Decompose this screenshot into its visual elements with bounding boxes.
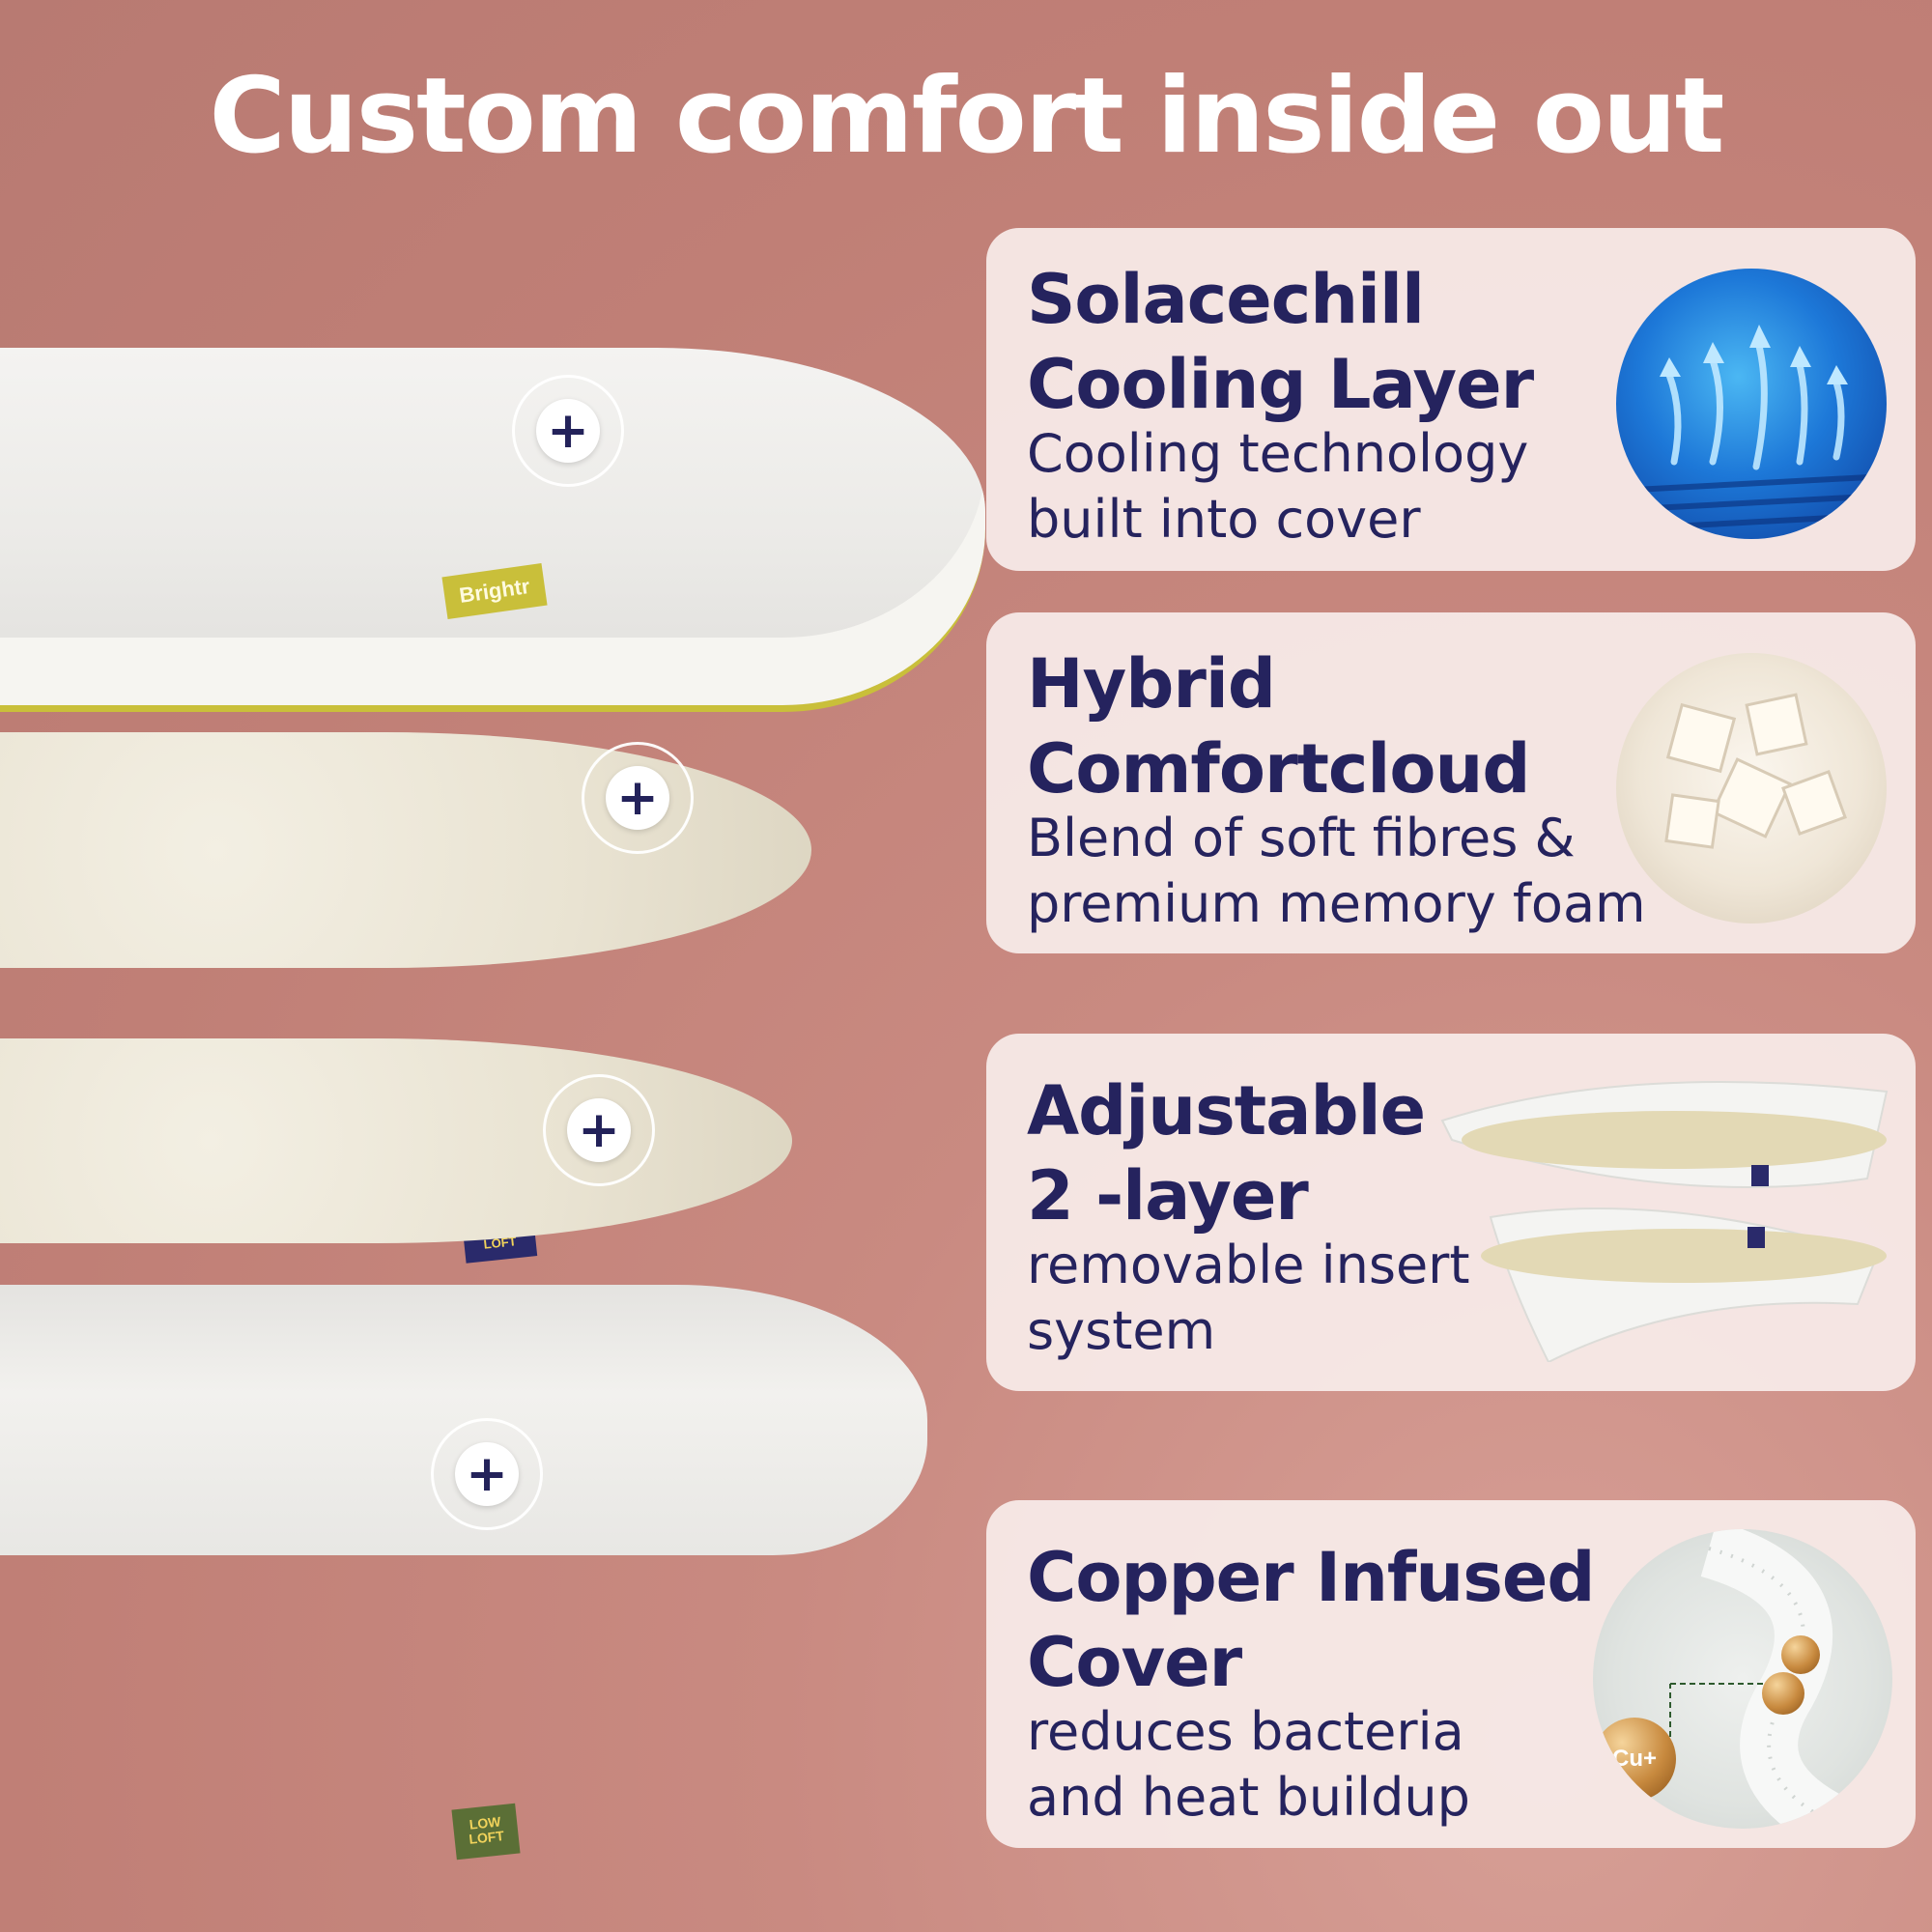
hotspot-comfortcloud-button[interactable]: + [582, 742, 694, 854]
memory-foam-cubes-icon [1616, 653, 1887, 923]
hotspot-insert-system-button[interactable]: + [543, 1074, 655, 1186]
feature-desc-line1: Cooling technology [1027, 423, 1529, 484]
feature-card-insert-system: Adjustable 2 -layer removable insert sys… [986, 1034, 1916, 1391]
copper-ion-label: Cu+ [1593, 1718, 1676, 1801]
hotspot-cooling-layer-button[interactable]: + [512, 375, 624, 487]
pillow-layers-illustration: Brightr MEDIUM LOFT LOW LOFT + + + + [0, 328, 1005, 1861]
feature-card-comfortcloud: Hybrid Comfortcloud Blend of soft fibres… [986, 612, 1916, 953]
feature-title-line2: Cooling Layer [1027, 345, 1534, 424]
plus-icon: + [567, 1098, 631, 1162]
feature-desc-line1: reduces bacteria [1027, 1701, 1464, 1762]
copper-ion-icon: Cu+ [1593, 1529, 1892, 1829]
hotspot-copper-cover-button[interactable]: + [431, 1418, 543, 1530]
pillow-medium-loft-insert: MEDIUM LOFT [0, 732, 811, 1264]
plus-icon: + [606, 766, 669, 830]
low-loft-tag: LOW LOFT [451, 1803, 521, 1861]
feature-desc-line2: built into cover [1027, 489, 1421, 550]
feature-desc-line2: system [1027, 1300, 1216, 1361]
plus-icon: + [536, 399, 600, 463]
feature-title-line2: Comfortcloud [1027, 729, 1530, 809]
plus-icon: + [455, 1442, 519, 1506]
feature-title-line2: Cover [1027, 1623, 1242, 1702]
page-headline: Custom comfort inside out [209, 56, 1725, 177]
brand-tag: Brightr [441, 562, 548, 620]
feature-title-line1: Solacechill [1027, 260, 1425, 339]
feature-desc-line2: and heat buildup [1027, 1767, 1470, 1828]
insert-layers-icon [1433, 1072, 1896, 1364]
feature-title-line1: Hybrid [1027, 644, 1276, 724]
feature-card-cooling: Solacechill Cooling Layer Cooling techno… [986, 228, 1916, 571]
feature-title-line1: Copper Infused [1027, 1538, 1595, 1617]
feature-title-line1: Adjustable [1027, 1071, 1426, 1151]
cooling-waves-icon [1616, 269, 1887, 539]
feature-title-line2: 2 -layer [1027, 1156, 1309, 1236]
feature-card-copper-cover: Copper Infused Cover reduces bacteria an… [986, 1500, 1916, 1848]
pillow-low-loft-insert: LOW LOFT [0, 1038, 792, 1861]
feature-desc-line1: removable insert [1027, 1235, 1470, 1295]
copper-bead-icon [1762, 1672, 1804, 1715]
feature-desc-line1: Blend of soft fibres & [1027, 808, 1576, 868]
copper-bead-icon [1781, 1635, 1820, 1674]
feature-desc-line2: premium memory foam [1027, 873, 1646, 934]
pillow-top-cover: Brightr [0, 348, 985, 712]
